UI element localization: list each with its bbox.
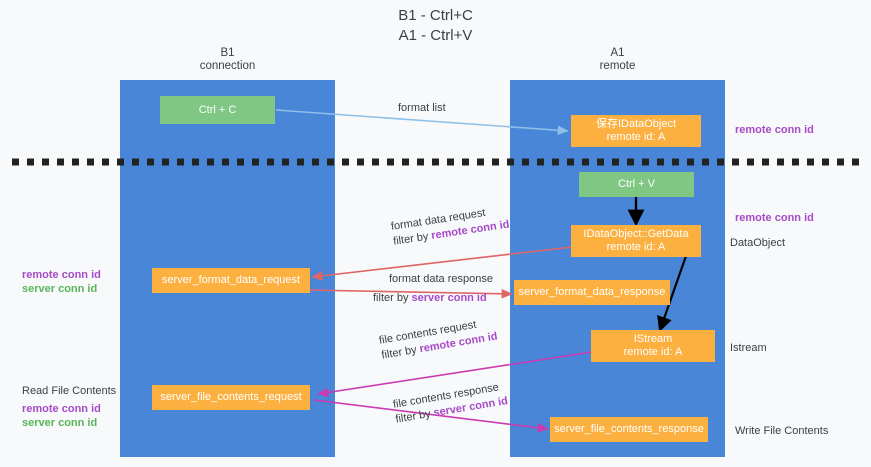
edge-label-format-data-response-filter: filter by server conn id (373, 291, 493, 306)
box-server-file-contents-response[interactable]: server_file_contents_response (550, 417, 708, 442)
annotation-dataobject: DataObject (730, 237, 786, 249)
annotation-write-file-contents: Write File Contents (735, 425, 829, 437)
column-header-a1: A1 remote (510, 47, 725, 73)
box-ctrl-c[interactable]: Ctrl + C (160, 96, 275, 124)
box-server-format-data-response[interactable]: server_format_data_response (514, 280, 670, 305)
annotation-left-server-conn-id-1: server conn id (22, 283, 98, 295)
box-server-file-contents-request-label: server_file_contents_request (160, 391, 302, 403)
arrow-format-list (275, 109, 569, 136)
column-header-a1-sub: remote (599, 60, 636, 72)
box-save-idataobject-line2: remote id: A (606, 131, 666, 143)
arrow-file-contents-response (313, 399, 549, 433)
edge-label-format-list: format list (398, 102, 446, 114)
box-server-file-contents-request[interactable]: server_file_contents_request (152, 385, 310, 410)
column-header-b1: B1 connection (120, 47, 335, 73)
box-server-file-contents-response-label: server_file_contents_response (554, 423, 704, 435)
box-ctrl-v[interactable]: Ctrl + V (579, 172, 694, 197)
filter-prefix: filter by (373, 292, 412, 304)
box-idataobject-getdata[interactable]: IDataObject::GetData remote id: A (571, 225, 701, 257)
box-server-format-data-request[interactable]: server_format_data_request (152, 268, 310, 293)
box-server-format-data-response-label: server_format_data_response (518, 286, 666, 298)
edge-label-format-data-response: format data response filter by server co… (373, 272, 493, 306)
column-header-a1-name: A1 (610, 47, 625, 59)
diagram-title: B1 - Ctrl+C A1 - Ctrl+V (0, 6, 871, 46)
annotation-read-file-contents: Read File Contents (22, 385, 117, 397)
edge-label-format-data-response-main: format data response (389, 273, 493, 285)
annotation-left-remote-conn-id-1: remote conn id (22, 269, 101, 281)
annotation-remote-conn-id-top: remote conn id (735, 124, 814, 136)
box-ctrl-v-label: Ctrl + V (618, 178, 655, 190)
box-istream-line1: IStream (633, 333, 673, 345)
title-line-2: A1 - Ctrl+V (398, 27, 473, 44)
arrow-format-data-response (307, 288, 513, 299)
title-line-1: B1 - Ctrl+C (398, 7, 473, 24)
filter-key-server-conn-id: server conn id (411, 292, 487, 304)
box-save-idataobject-line1: 保存IDataObject (595, 118, 677, 130)
annotation-left-server-conn-id-2: server conn id (22, 417, 98, 429)
box-getdata-line1: IDataObject::GetData (583, 228, 689, 240)
column-header-b1-sub: connection (199, 60, 256, 72)
column-header-b1-name: B1 (220, 47, 235, 59)
box-istream[interactable]: IStream remote id: A (591, 330, 715, 362)
arrow-getdata-to-istream (657, 255, 688, 333)
box-server-format-data-request-label: server_format_data_request (161, 274, 301, 286)
arrow-file-contents-request (317, 351, 593, 398)
box-ctrl-c-label: Ctrl + C (198, 103, 237, 116)
annotation-istream: Istream (730, 342, 767, 354)
annotation-left-remote-conn-id-2: remote conn id (22, 403, 101, 415)
arrow-format-data-request (311, 246, 573, 281)
box-istream-line2: remote id: A (623, 346, 683, 358)
annotation-remote-conn-id-mid: remote conn id (735, 212, 814, 224)
box-save-idataobject[interactable]: 保存IDataObject remote id: A (571, 115, 701, 147)
box-getdata-line2: remote id: A (606, 241, 666, 253)
